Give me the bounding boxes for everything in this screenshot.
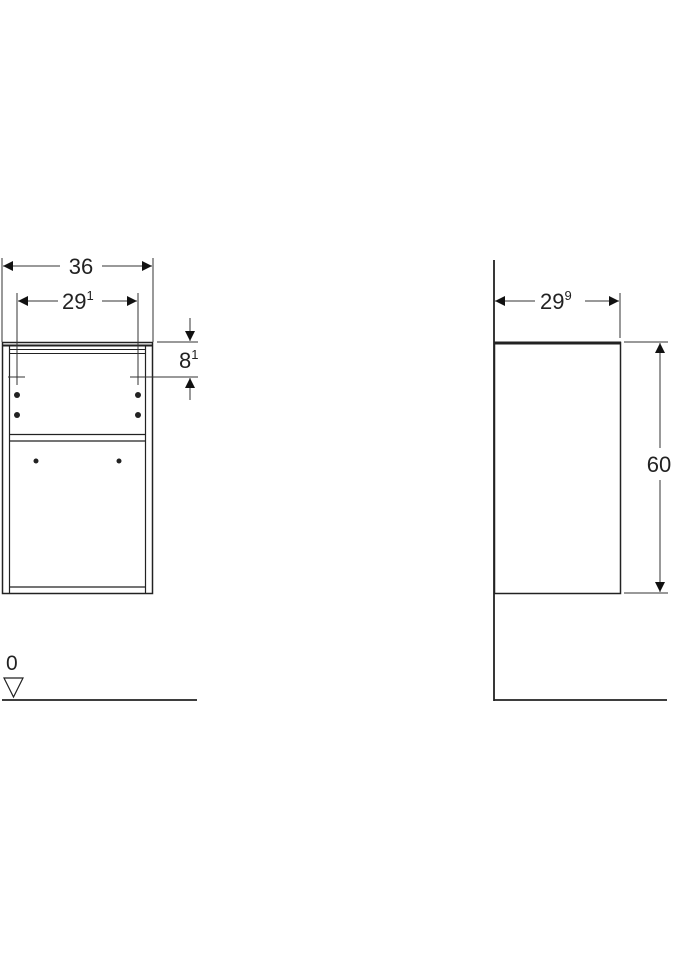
dimension-overall-width: 36 [1, 254, 154, 342]
svg-text:291: 291 [62, 288, 94, 314]
svg-text:81: 81 [179, 347, 198, 373]
dimension-height: 60 [624, 341, 671, 594]
floor-level-marker: 0 [2, 652, 197, 701]
side-view-cabinet [493, 260, 667, 701]
mounting-holes [14, 392, 141, 464]
svg-text:299: 299 [540, 288, 572, 314]
front-view-cabinet [1, 341, 154, 595]
dimension-hole-offset: 81 [147, 318, 198, 400]
svg-text:60: 60 [647, 452, 671, 477]
dimension-depth: 299 [495, 288, 621, 338]
dimension-inner-width: 291 [8, 288, 147, 385]
svg-text:36: 36 [69, 254, 93, 279]
svg-text:0: 0 [6, 652, 18, 675]
